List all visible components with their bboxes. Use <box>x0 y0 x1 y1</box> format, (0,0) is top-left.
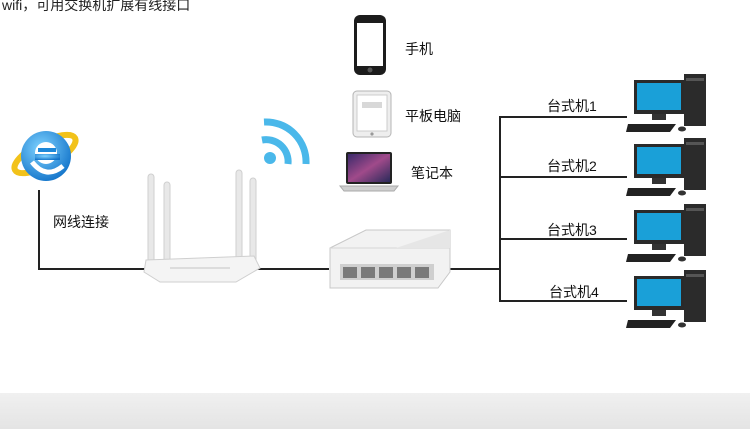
desktop-label-2: 台式机2 <box>547 158 597 174</box>
wire-desktop-4 <box>499 300 627 302</box>
wire-router-switch <box>255 268 329 270</box>
cable-label: 网线连接 <box>53 214 109 230</box>
laptop-label: 笔记本 <box>411 165 453 181</box>
phone-icon <box>353 14 387 76</box>
desktop-label-1: 台式机1 <box>547 98 597 114</box>
wire-desktop-3 <box>499 238 627 240</box>
switch-icon <box>326 226 454 294</box>
ie-logo-icon <box>8 118 82 188</box>
wire-desktop-1 <box>499 116 627 118</box>
desktop-label-3: 台式机3 <box>547 222 597 238</box>
tablet-icon <box>352 90 392 138</box>
wire-switch-bus <box>450 268 500 270</box>
desktop-computer-icon <box>626 270 708 330</box>
wire-desktop-2 <box>499 176 627 178</box>
desktop-computer-icon <box>626 204 708 264</box>
desktop-computer-icon <box>626 138 708 198</box>
phone-label: 手机 <box>405 41 433 57</box>
tablet-label: 平板电脑 <box>405 108 461 124</box>
wire-ie-down <box>38 190 40 270</box>
wire-bus-vertical <box>499 116 501 302</box>
wire-ie-router <box>38 268 150 270</box>
desktop-computer-icon <box>626 74 708 134</box>
laptop-icon <box>338 150 400 192</box>
wifi-signal-icon <box>258 114 320 170</box>
header-text: wifi，可用交换机扩展有线接口 <box>2 0 191 13</box>
router-icon <box>140 168 264 288</box>
bottom-band <box>0 393 750 429</box>
desktop-label-4: 台式机4 <box>549 284 599 300</box>
